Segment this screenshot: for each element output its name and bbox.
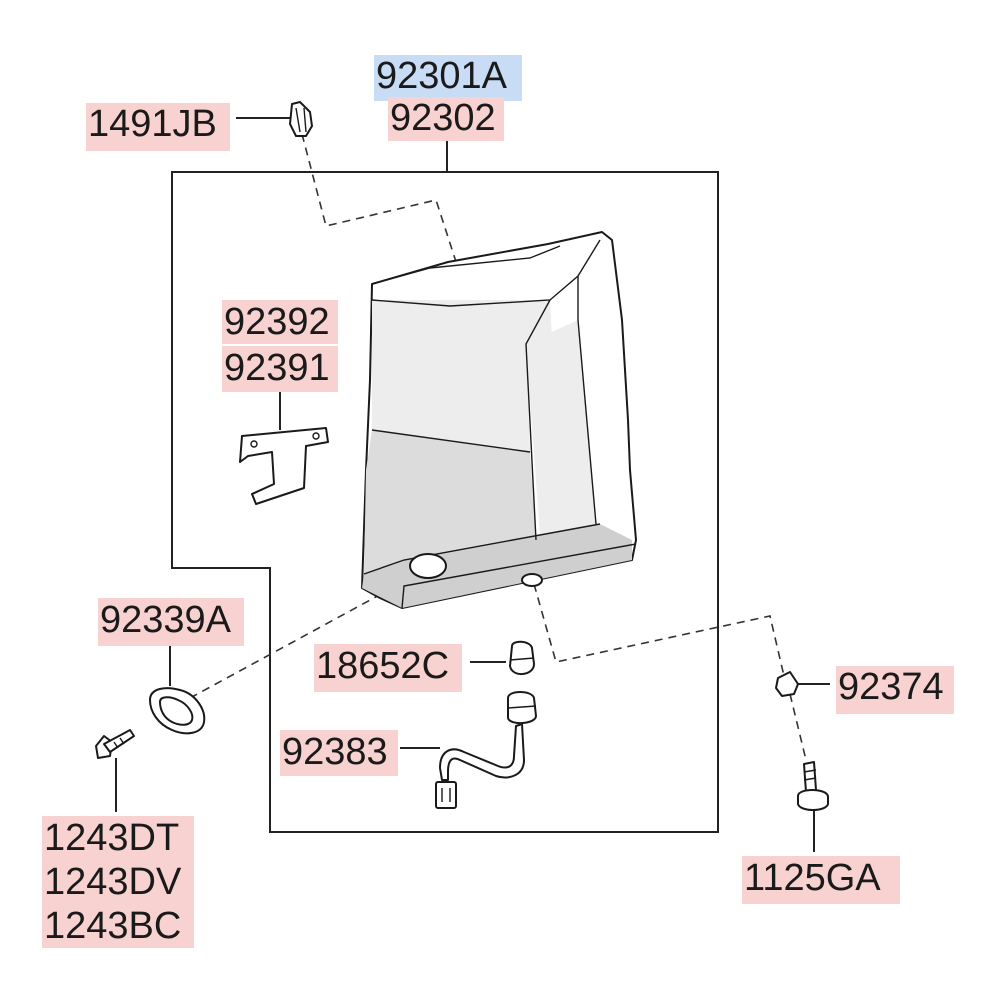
- label-1243DV[interactable]: 1243DV: [44, 861, 182, 903]
- label-bg-1243DT: [42, 816, 194, 860]
- label-bg-18652C: [314, 644, 462, 692]
- grommet-92339A-part: [149, 687, 206, 735]
- label-bg-1125GA: [742, 856, 900, 904]
- label-92374[interactable]: 92374: [838, 666, 944, 708]
- dash-nut-to-bolt: [789, 693, 807, 761]
- bracket-92391-part: [239, 427, 329, 505]
- clip-1491JB-part: [289, 101, 313, 137]
- label-92301A[interactable]: 92301A: [376, 55, 508, 97]
- label-bg-1491JB: [86, 103, 230, 151]
- label-bg-92391: [222, 346, 338, 392]
- label-92339A[interactable]: 92339A: [100, 599, 232, 641]
- assembly-boundary: [171, 171, 719, 833]
- label-92391[interactable]: 92391: [224, 347, 330, 389]
- socket-wiring-92383-part: [435, 691, 537, 809]
- label-1125GA[interactable]: 1125GA: [744, 857, 881, 899]
- bolt-1125GA-part: [797, 761, 829, 811]
- label-18652C[interactable]: 18652C: [316, 645, 449, 687]
- nut-92374-part: [775, 671, 799, 697]
- label-92383[interactable]: 92383: [282, 731, 388, 773]
- label-bg-92339A: [98, 598, 244, 646]
- label-bg-1243DV: [42, 860, 194, 904]
- label-1243BC[interactable]: 1243BC: [44, 905, 181, 947]
- dash-lamp-to-nut: [533, 583, 785, 677]
- label-bg-92392: [222, 300, 338, 344]
- bulb-18652C-part: [509, 640, 535, 675]
- dash-clip-to-lamp: [301, 133, 459, 269]
- label-92392[interactable]: 92392: [224, 301, 330, 343]
- tail-lamp-assembly: [361, 231, 637, 609]
- label-bg-92383: [280, 730, 398, 776]
- label-92302[interactable]: 92302: [390, 97, 496, 139]
- label-bg-92374: [836, 666, 954, 714]
- screw-1243-part: [95, 729, 135, 759]
- label-1243DT[interactable]: 1243DT: [44, 817, 179, 859]
- label-bg-92302: [388, 97, 504, 141]
- label-bg-1243BC: [42, 904, 194, 948]
- label-bg-92301A: [374, 55, 522, 101]
- label-1491JB[interactable]: 1491JB: [88, 103, 217, 145]
